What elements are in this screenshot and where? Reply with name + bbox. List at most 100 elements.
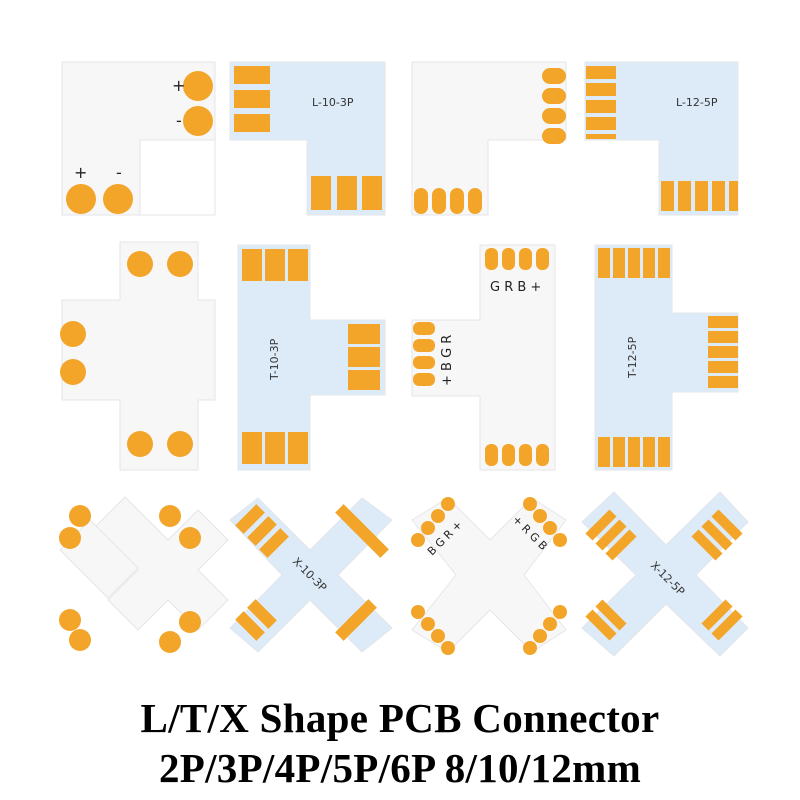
pad [60, 359, 86, 385]
pad [234, 114, 270, 132]
l-connector-4p-solder [411, 61, 567, 216]
pad [259, 528, 289, 558]
pad [708, 346, 738, 358]
minus-mark: - [176, 111, 182, 130]
pad [127, 431, 153, 457]
pad [585, 609, 617, 641]
pad [411, 605, 425, 619]
pad [553, 605, 567, 619]
pad [691, 529, 723, 561]
pad [127, 251, 153, 277]
pad [543, 617, 557, 631]
pin-label-top: G R B + [490, 280, 541, 295]
pad [701, 599, 733, 631]
pad [553, 533, 567, 547]
pad [628, 248, 640, 278]
pad [431, 509, 445, 523]
pad [66, 184, 96, 214]
pad [598, 248, 610, 278]
pad [523, 497, 537, 511]
pad [729, 181, 738, 211]
pad [701, 519, 733, 551]
board-label: L-12-5P [676, 96, 718, 109]
pad [348, 324, 380, 344]
pad [432, 188, 446, 214]
board-label: T-12-5P [626, 336, 639, 379]
pad [586, 117, 616, 130]
pad [711, 609, 743, 641]
pad [598, 437, 610, 467]
pad [359, 528, 389, 558]
x-connector-12-5p: X-12-5P [581, 491, 749, 657]
pad [69, 629, 91, 651]
pad [183, 71, 213, 101]
pad [542, 128, 566, 144]
pin-label-left: + B G R [440, 335, 455, 386]
pad [265, 249, 285, 281]
pad [421, 521, 435, 535]
pad [234, 90, 270, 108]
pad [235, 504, 265, 534]
board-label: L-10-3P [312, 96, 354, 109]
caption-line-1: L/T/X Shape PCB Connector [140, 695, 660, 741]
pad [586, 100, 616, 113]
pad [542, 88, 566, 104]
x-connector-4p-solder: B G R + + R G B [411, 497, 567, 655]
pad [234, 66, 270, 84]
pad [613, 437, 625, 467]
l-connector-12-5p: L-12-5P [584, 61, 739, 216]
pad [586, 66, 616, 79]
pad [536, 248, 549, 270]
pad [595, 519, 627, 551]
pad [247, 516, 277, 546]
caption-line-2: 2P/3P/4P/5P/6P 8/10/12mm [158, 745, 642, 791]
pad [337, 176, 357, 210]
pad [347, 599, 377, 629]
l-connector-10-3p: L-10-3P [229, 61, 386, 216]
pad [586, 134, 616, 139]
plus-mark: + [74, 163, 87, 182]
pad [265, 432, 285, 464]
pad [413, 322, 435, 335]
pad [533, 509, 547, 523]
pad [643, 248, 655, 278]
pad [59, 527, 81, 549]
plus-mark: + [172, 76, 185, 95]
pad [183, 106, 213, 136]
pad [421, 617, 435, 631]
l-connector-2p-solder: + - + - [61, 61, 216, 216]
pad [542, 68, 566, 84]
pad [712, 181, 725, 211]
pad [613, 248, 625, 278]
pad [431, 629, 445, 643]
pad [533, 629, 547, 643]
pad [536, 444, 549, 466]
t-connector-4p-solder: G R B + + B G R [411, 244, 556, 471]
pad [658, 248, 670, 278]
pad [708, 361, 738, 373]
pad [242, 249, 262, 281]
pad [711, 509, 743, 541]
pad [159, 631, 181, 653]
pad [413, 339, 435, 352]
pad [69, 505, 91, 527]
pad [643, 437, 655, 467]
pad [605, 529, 637, 561]
pad [708, 376, 738, 388]
t-connector-12-5p: T-12-5P [594, 244, 739, 471]
pad [468, 188, 482, 214]
pad [441, 497, 455, 511]
x-connector-2p-solder [59, 496, 229, 653]
pad [348, 370, 380, 390]
pad [695, 181, 708, 211]
pad [543, 521, 557, 535]
pad [586, 83, 616, 96]
pad [585, 509, 617, 541]
pad [288, 432, 308, 464]
pad [595, 599, 627, 631]
pad [414, 188, 428, 214]
pad [159, 505, 181, 527]
pad [523, 641, 537, 655]
pad [628, 437, 640, 467]
